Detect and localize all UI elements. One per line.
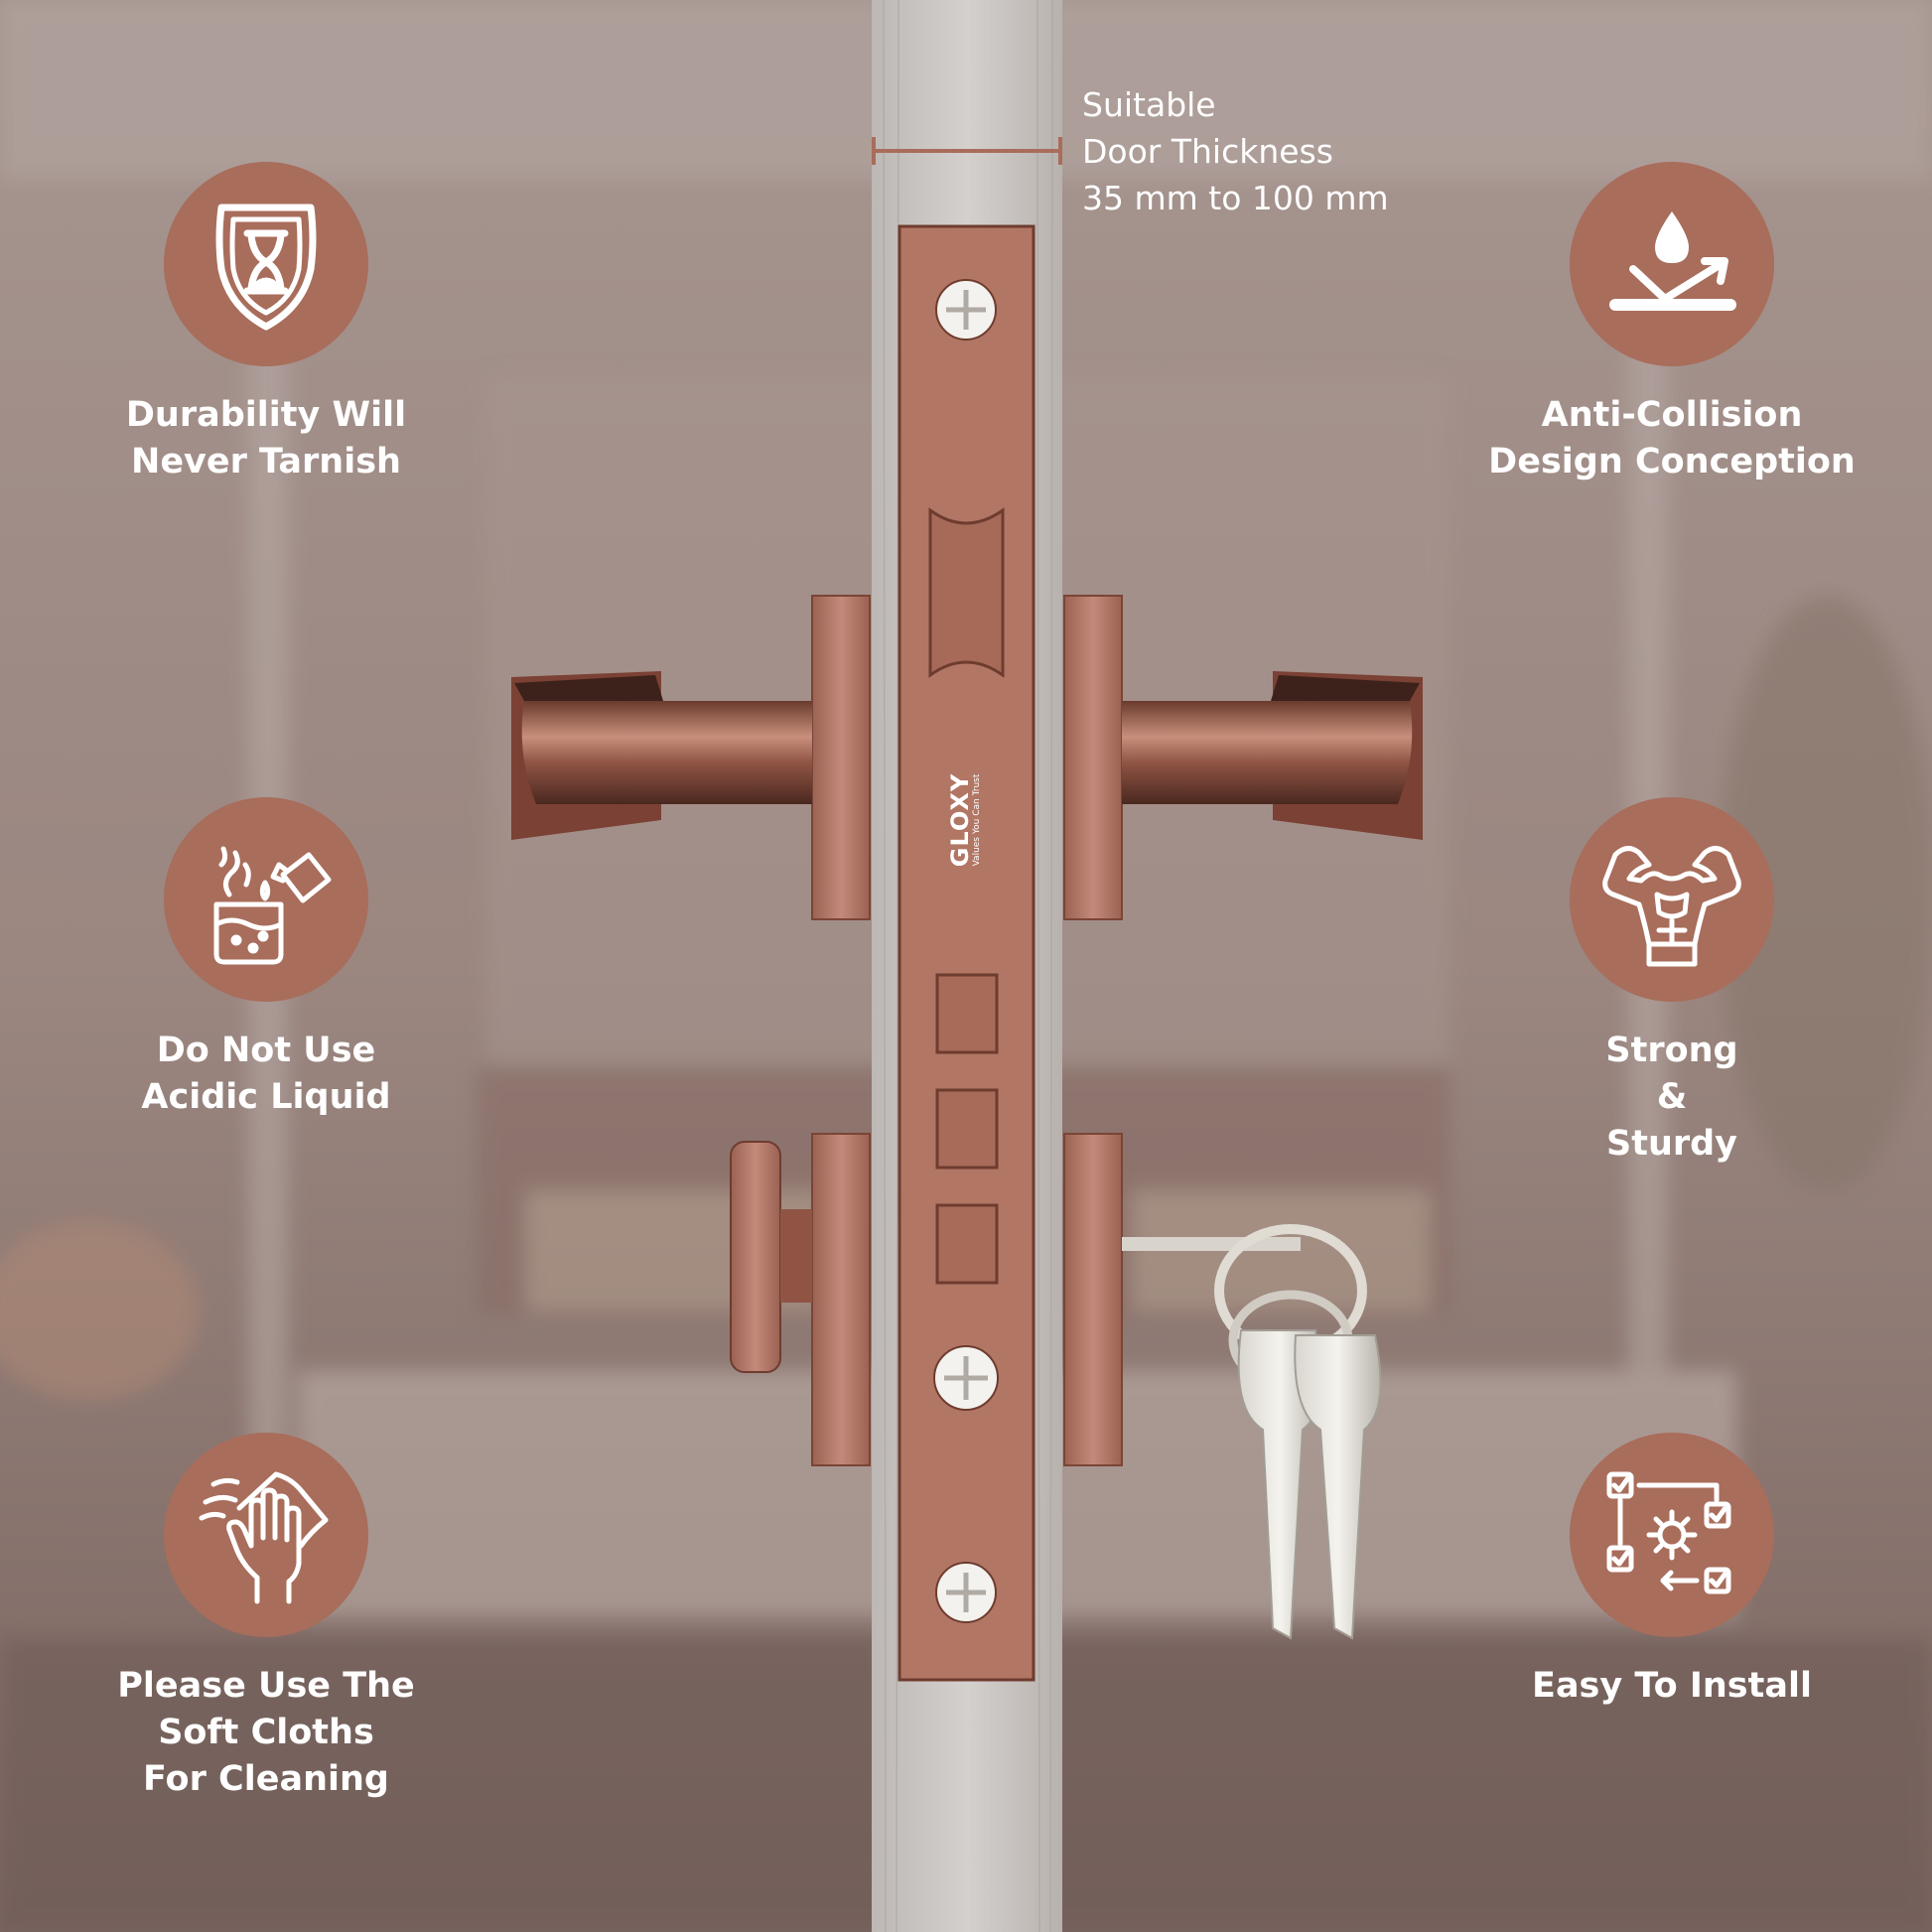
- feature-easy-install: Easy To Install: [1463, 1433, 1880, 1710]
- door-thickness-line: Suitable: [1082, 85, 1216, 124]
- feature-label-line: Sturdy: [1606, 1124, 1737, 1164]
- thumb-turn-knob: [730, 1141, 812, 1373]
- feature-label: Strong & Sturdy: [1463, 1028, 1880, 1168]
- door-thickness-line: 35 mm to 100 mm: [1082, 179, 1389, 217]
- feature-badge: [164, 797, 368, 1002]
- feature-anti-collision: Anti-Collision Design Conception: [1463, 162, 1880, 485]
- feature-label: Anti-Collision Design Conception: [1463, 392, 1880, 485]
- feature-label-line: Anti-Collision: [1541, 395, 1803, 435]
- left-lower-escutcheon: [811, 1133, 871, 1466]
- feature-label-line: For Cleaning: [143, 1759, 389, 1799]
- hourglass-shield-icon: [215, 204, 317, 331]
- chemical-beaker-icon: [213, 846, 332, 965]
- feature-badge: [1570, 797, 1774, 1002]
- gear-checklist-icon: [1606, 1471, 1731, 1594]
- feature-badge: [1570, 1433, 1774, 1637]
- door-thickness-label: Suitable Door Thickness 35 mm to 100 mm: [1082, 81, 1389, 221]
- door-thickness-line: Door Thickness: [1082, 132, 1333, 171]
- feature-acidic-liquid: Do Not Use Acidic Liquid: [58, 797, 475, 1121]
- key-set: [1122, 1224, 1382, 1640]
- feature-label: Easy To Install: [1463, 1663, 1880, 1710]
- feature-label-line: Soft Cloths: [158, 1713, 374, 1752]
- feature-badge: [164, 1433, 368, 1637]
- feature-badge: [164, 162, 368, 366]
- feature-soft-cloth-cleaning: Please Use The Soft Cloths For Cleaning: [58, 1433, 475, 1803]
- right-lever-handle: [1063, 595, 1423, 920]
- screw-icon: [935, 279, 997, 341]
- feature-badge: [1570, 162, 1774, 366]
- feature-label-line: Please Use The: [117, 1666, 415, 1706]
- screw-icon: [935, 1562, 997, 1623]
- left-lever-handle: [511, 595, 871, 920]
- feature-label: Please Use The Soft Cloths For Cleaning: [58, 1663, 475, 1803]
- feature-label-line: Strong: [1605, 1031, 1738, 1070]
- strong-muscle-torso-icon: [1602, 846, 1741, 967]
- feature-durability: Durability Will Never Tarnish: [58, 162, 475, 485]
- feature-label-line: Acidic Liquid: [141, 1077, 391, 1117]
- right-lower-escutcheon: [1063, 1133, 1123, 1466]
- thickness-dimension-marker: [872, 137, 1062, 165]
- feature-label: Do Not Use Acidic Liquid: [58, 1028, 475, 1121]
- feature-label-line: Do Not Use: [156, 1031, 376, 1070]
- feature-label-line: Design Conception: [1488, 442, 1856, 482]
- screw-icon: [933, 1345, 999, 1411]
- mortise-faceplate: [897, 224, 1035, 1682]
- cleaning-hand-cloth-icon: [199, 1471, 329, 1604]
- feature-label-line: Never Tarnish: [131, 442, 401, 482]
- feature-label: Durability Will Never Tarnish: [58, 392, 475, 485]
- feature-strong-sturdy: Strong & Sturdy: [1463, 797, 1880, 1168]
- feature-label-line: Durability Will: [125, 395, 407, 435]
- feature-label-line: Easy To Install: [1532, 1666, 1812, 1706]
- feature-label-line: &: [1656, 1077, 1688, 1117]
- water-drop-deflect-icon: [1609, 211, 1736, 311]
